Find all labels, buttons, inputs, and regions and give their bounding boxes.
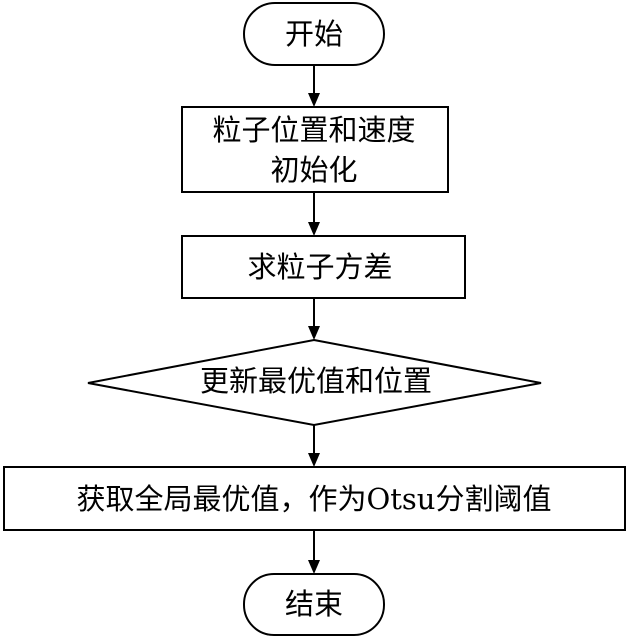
node-global: 获取全局最优值，作为Otsu分割阈值: [3, 466, 626, 531]
arrowhead: [308, 326, 320, 340]
edges: [308, 65, 320, 574]
node-end-label: 结束: [285, 587, 343, 621]
edge-init-to-variance: [308, 192, 320, 236]
node-start: 开始: [243, 2, 385, 66]
node-init: 粒子位置和速度 初始化: [181, 106, 449, 193]
node-variance: 求粒子方差: [181, 235, 466, 299]
decision-shape: [87, 338, 542, 427]
arrowhead: [308, 93, 320, 107]
process-shape: [3, 466, 626, 531]
node-update-label: 更新最优值和位置: [200, 364, 432, 398]
node-end: 结束: [243, 573, 385, 636]
arrowhead: [308, 222, 320, 236]
edge-update-to-global: [308, 425, 320, 467]
node-init-label-line-2: 初始化: [270, 153, 357, 187]
node-update: 更新最优值和位置: [87, 338, 542, 427]
node-init-label-line-1: 粒子位置和速度: [212, 113, 415, 147]
node-global-label: 获取全局最优值，作为Otsu分割阈值: [77, 482, 552, 516]
terminator-shape: [243, 2, 385, 66]
arrowhead: [308, 560, 320, 574]
arrowhead: [308, 453, 320, 467]
process-shape: [181, 235, 466, 299]
terminator-shape: [243, 573, 385, 636]
edge-variance-to-update: [308, 298, 320, 340]
node-start-label: 开始: [285, 17, 343, 51]
edge-global-to-end: [308, 530, 320, 574]
node-variance-label: 求粒子方差: [247, 250, 392, 284]
process-shape: [181, 106, 449, 193]
edge-start-to-init: [308, 65, 320, 107]
